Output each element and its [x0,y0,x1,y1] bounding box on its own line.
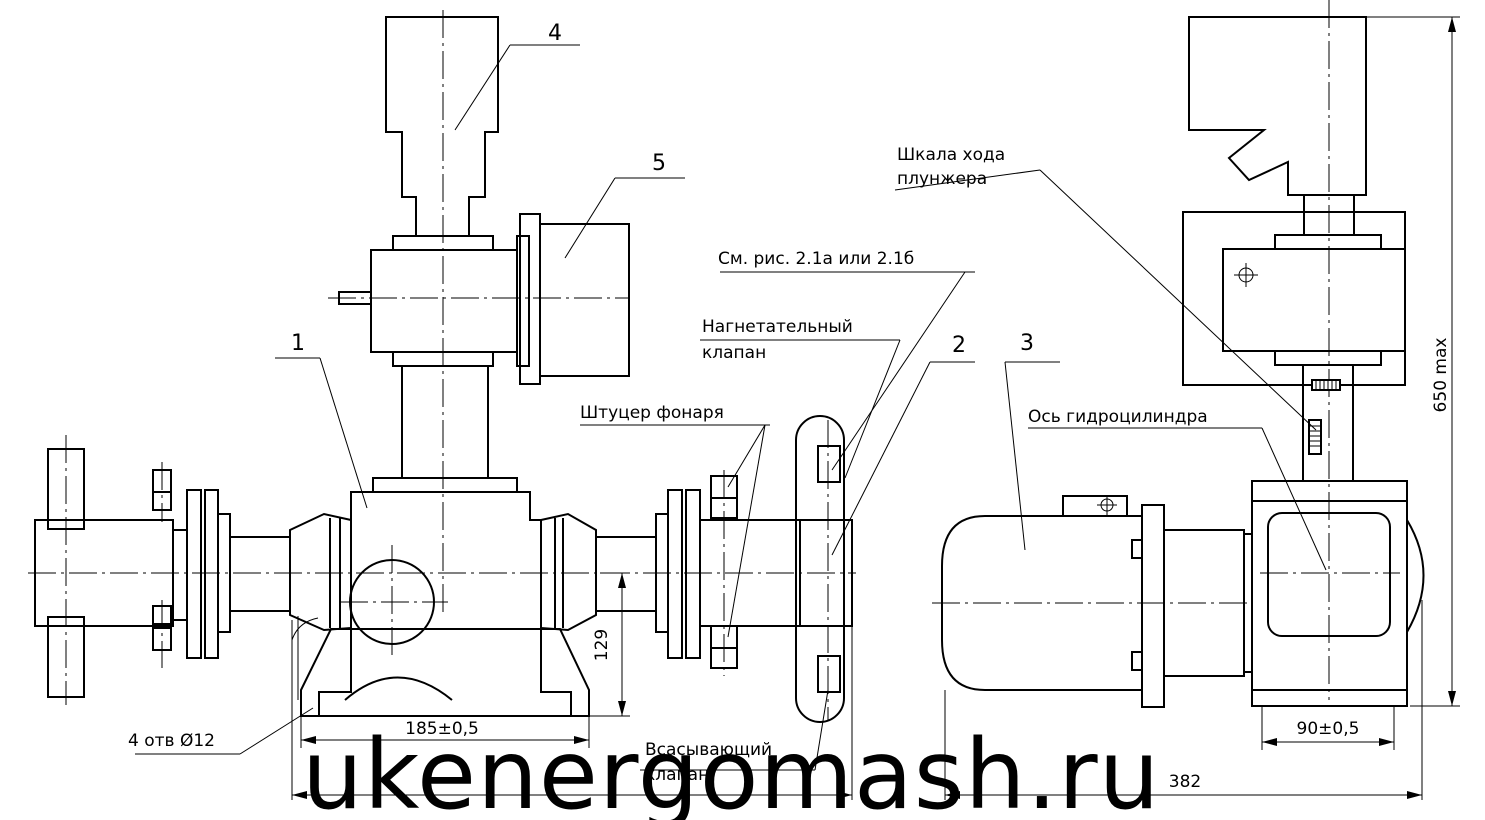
gearbox-side-view [1182,211,1406,386]
gearbox-left-view [328,235,630,367]
dim-382: 382 [1169,772,1201,792]
motor-4-left-view [385,16,499,237]
label-cylinder-axis: Ось гидроцилиндра [1028,407,1208,427]
dim-650-max: 650 max [1431,338,1451,413]
label-see-fig: См. рис. 2.1а или 2.1б [718,249,914,269]
dim-185: 185±0,5 [405,719,479,739]
dim-90: 90±0,5 [1297,719,1360,739]
label-discharge-valve-2: клапан [702,343,766,363]
dimension-129 [590,572,630,717]
label-suction-valve-1: Всасывающий [645,740,772,760]
label-suction-valve-2: клапан [645,765,709,785]
dimension-90 [1261,706,1395,750]
label-plunger-scale-2: плунжера [897,169,987,189]
watermark: ukenergomash.ru [302,719,1160,820]
dimension-650 [1362,16,1460,707]
left-flange-assembly [34,435,352,705]
label-discharge-valve-1: Нагнетательный [702,317,853,337]
dimension-382 [291,600,1423,800]
dim-129: 129 [592,629,612,661]
callout-3: 3 [1020,331,1034,356]
callout-5: 5 [652,151,666,176]
stroke-scale [1302,364,1354,482]
dimension-185 [300,716,590,748]
pump-head-1 [291,491,590,717]
motor-3 [932,495,1253,708]
label-plunger-scale-1: Шкала хода [897,145,1005,165]
column-left-view [372,10,518,612]
label-lantern-fitting: Штуцер фонаря [580,403,724,423]
callout-2: 2 [952,333,966,358]
leader-lines [135,44,1327,771]
pump-head-side-view [1251,480,1425,707]
callout-4: 4 [548,21,562,46]
right-flange-assembly [540,415,853,723]
callout-1: 1 [291,331,305,356]
drive-5-left-view [516,213,630,385]
label-holes: 4 отв Ø12 [128,731,215,751]
